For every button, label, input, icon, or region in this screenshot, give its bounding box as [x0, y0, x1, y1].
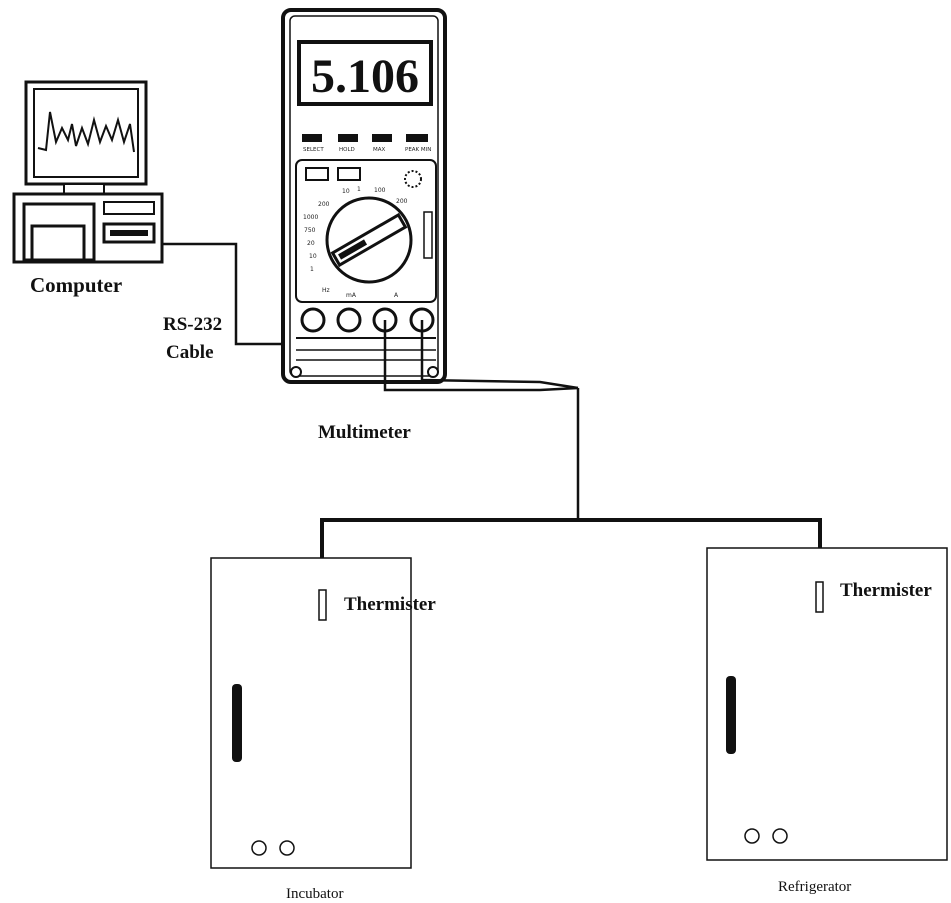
adjust-knob [404, 170, 422, 188]
function-button [406, 134, 428, 142]
incubator-label: Incubator [286, 886, 343, 902]
dial-mark: 10 [309, 253, 317, 260]
dial-mark: 750 [304, 227, 316, 234]
incubator-cabinet [210, 557, 412, 869]
refrigerator-cabinet [706, 547, 948, 861]
meter-foot [427, 366, 439, 378]
incubator-handle [232, 684, 242, 762]
probe-lead [383, 320, 579, 392]
input-jack [300, 307, 326, 333]
incubator-knob [279, 840, 295, 856]
dial-mark: A [394, 292, 399, 299]
function-button [338, 134, 358, 142]
disk-drive-1 [103, 201, 155, 215]
dial-mark: mA [346, 292, 357, 299]
multimeter-inner-border [289, 15, 439, 377]
computer-label: Computer [30, 273, 122, 297]
multimeter-display [297, 40, 433, 106]
rs232-cable [162, 242, 290, 346]
dial-mark: 10 [342, 188, 350, 195]
thermister-label-right: Thermister [840, 580, 932, 601]
incubator: Thermister Incubator [210, 557, 436, 902]
multimeter-label: Multimeter [318, 422, 411, 443]
dial-mark: 1 [310, 266, 314, 273]
thermister-probe-left [318, 589, 327, 621]
function-button [302, 134, 322, 142]
side-slider [423, 211, 433, 259]
thermister-label-left: Thermister [344, 594, 436, 615]
function-buttons: SELECT HOLD MAX PEAK MIN [302, 134, 431, 153]
multimeter: 5.106 SELECT HOLD MAX PEAK MIN 200 10 [281, 8, 447, 443]
refrigerator-label: Refrigerator [778, 879, 851, 895]
dial-mark: 1000 [303, 214, 318, 221]
button-label: PEAK MIN [405, 147, 431, 153]
cable-label-line2: Cable [166, 342, 214, 363]
computer: Computer [12, 80, 164, 297]
input-jack [336, 307, 362, 333]
hold-key [305, 167, 329, 181]
incubator-knob [251, 840, 267, 856]
function-button [372, 134, 392, 142]
disk-slot [110, 230, 148, 236]
dial-pointer [330, 212, 408, 268]
dial-mark: 1 [357, 186, 361, 193]
cable-label-line1: RS-232 [163, 314, 222, 335]
dial-mark: 100 [374, 187, 386, 194]
display-reading: 5.106 [311, 50, 419, 103]
range-key [337, 167, 361, 181]
button-label: SELECT [303, 147, 324, 153]
dial-mark: 200 [396, 198, 408, 205]
refrigerator-knob [772, 828, 788, 844]
dial-mark: 200 [318, 201, 330, 208]
button-label: HOLD [339, 147, 355, 153]
refrigerator-handle [726, 676, 736, 754]
probe-lead [420, 320, 579, 390]
dial-mark: 20 [307, 240, 315, 247]
dial-mark: Hz [322, 287, 330, 294]
meter-foot [290, 366, 302, 378]
waveform [37, 111, 135, 153]
thermister-probe-right [815, 581, 824, 613]
dial-marks: 200 10 1 100 200 1000 750 20 10 1 Hz mA … [303, 186, 408, 299]
button-label: MAX [373, 147, 386, 153]
computer-inner-bay [30, 224, 86, 262]
refrigerator-knob [744, 828, 760, 844]
refrigerator: Thermister Refrigerator [706, 547, 948, 895]
